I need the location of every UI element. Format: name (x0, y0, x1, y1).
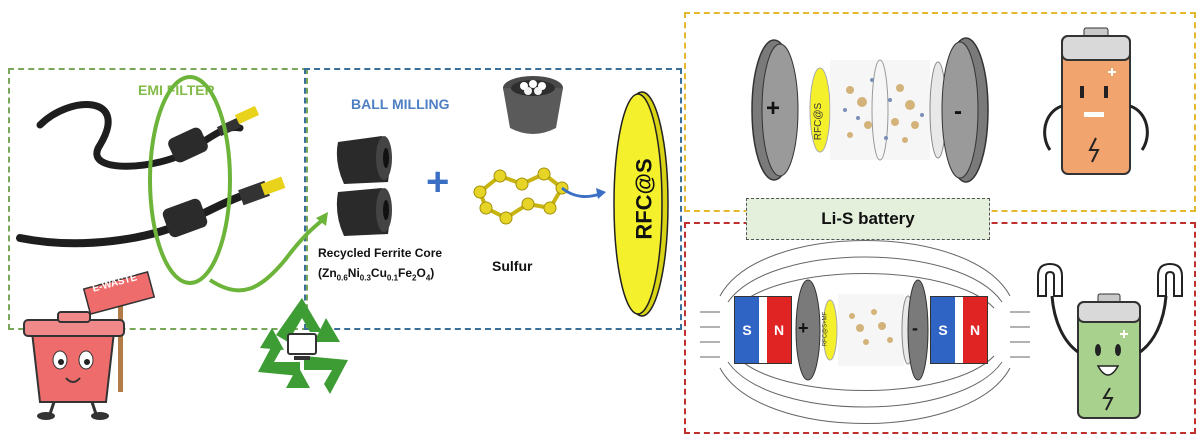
trash-bin-icon (23, 270, 156, 420)
magnet-left-s-pole: S (735, 297, 759, 363)
magnet-right-n-pole: N (963, 297, 987, 363)
emi-filter-label: EMI FILTER (138, 82, 215, 98)
formula-close: ) (430, 266, 435, 280)
bottom-rfc-small-label: RFC@S+MF (822, 311, 829, 347)
formula-sub-ni: 0.3 (359, 273, 371, 283)
battery-icon (1043, 27, 1149, 175)
li-s-battery-box: Li-S battery (746, 198, 990, 240)
cable-icon (16, 75, 328, 293)
magnet-left: S N (734, 296, 792, 364)
recycle-icon (258, 298, 348, 394)
formula-zn: (Zn (318, 266, 337, 280)
magnet-right: S N (930, 296, 988, 364)
top-plus-label: + (766, 95, 781, 122)
ball-milling-panel (304, 68, 682, 330)
formula-sub-fe: 2 (412, 273, 417, 283)
sulfur-label: Sulfur (492, 258, 533, 274)
magnet-left-s: S (742, 322, 752, 338)
magnet-right-n: N (969, 322, 981, 338)
rfc-disc-icon (613, 91, 669, 317)
top-rfc-small-label: RFC@S (813, 102, 825, 141)
formula-sub-zn: 0.6 (336, 273, 348, 283)
formula-o: O (416, 266, 426, 280)
bottom-minus-label: - (912, 318, 918, 338)
magnet-right-s: S (938, 322, 948, 338)
ball-milling-label: BALL MILLING (351, 96, 450, 112)
sulfur-molecule-icon (473, 167, 569, 225)
magnet-icon (1037, 262, 1183, 297)
green-battery-icon (1050, 293, 1168, 419)
bottom-plus-label: + (798, 318, 809, 338)
ferrite-core-icon (336, 136, 392, 236)
magnet-right-white (955, 297, 963, 363)
ferrite-formula-label: (Zn0.6Ni0.3Cu0.1Fe2O4) (318, 266, 434, 282)
formula-ni: Ni (347, 266, 360, 280)
magnet-left-white (759, 297, 767, 363)
field-lines (700, 240, 1030, 424)
mortar-icon (503, 76, 563, 134)
top-minus-label: - (954, 98, 962, 125)
cell-diagram-bottom (795, 279, 929, 381)
formula-sub-cu: 0.1 (386, 273, 399, 283)
rfc-disc-label: RFC@S (631, 158, 657, 240)
magnet-left-n-pole: N (767, 297, 791, 363)
plus-sign-milling: + (426, 160, 450, 204)
recycled-core-label: Recycled Ferrite Core (318, 246, 443, 260)
li-s-battery-label: Li-S battery (821, 209, 915, 228)
formula-cu: Cu (370, 266, 387, 280)
magnet-left-n: N (773, 322, 785, 338)
formula-fe: Fe (398, 266, 413, 280)
magnet-right-s-pole: S (931, 297, 955, 363)
formula-sub-o: 4 (425, 273, 431, 283)
emi-filter-panel (8, 68, 308, 330)
arrow-icon (561, 186, 606, 199)
cell-diagram-top (751, 37, 989, 183)
